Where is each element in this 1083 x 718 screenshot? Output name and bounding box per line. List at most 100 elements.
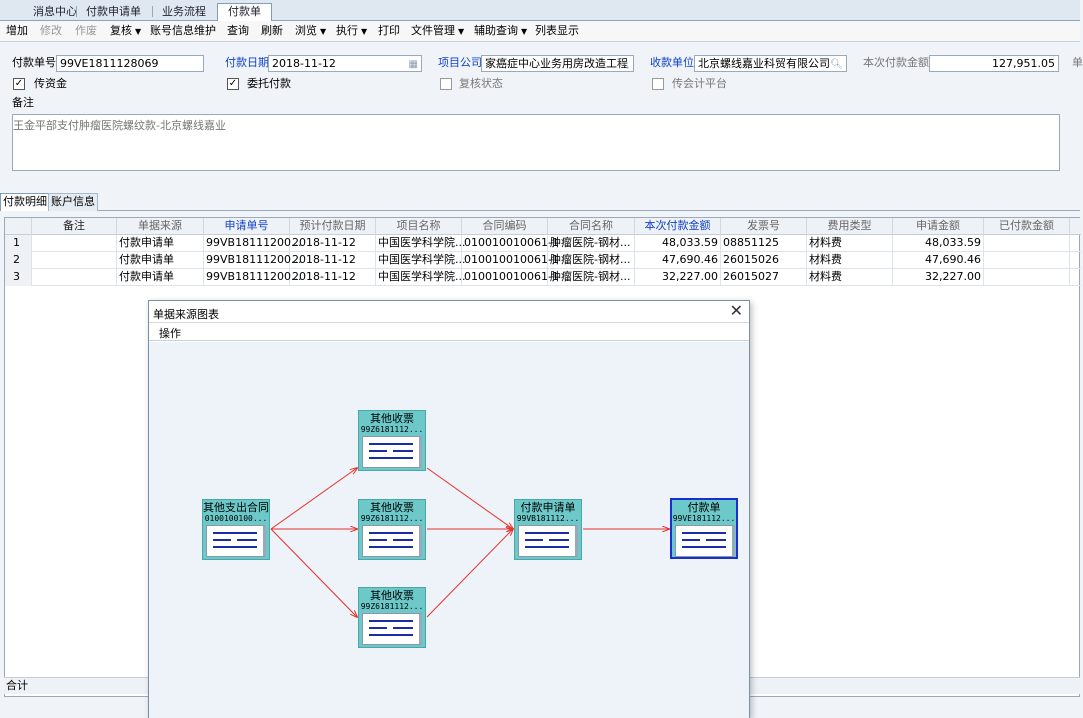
cell-contract-code[interactable]: 010010010061-1 bbox=[462, 269, 559, 286]
node-other-expense-contract[interactable]: 其他支出合同 0100100100... bbox=[202, 499, 270, 560]
column-header-contract-code[interactable]: 合同编码 bbox=[462, 218, 548, 235]
cell-contract-name[interactable]: 肿瘤医院-钢材... bbox=[548, 235, 635, 252]
column-header-paid-amount[interactable]: 已付款金额 bbox=[984, 218, 1070, 235]
cell-amount[interactable]: 47,690.46 bbox=[635, 252, 721, 269]
add-button[interactable]: 增加 bbox=[6, 24, 28, 37]
review-status-checkbox[interactable] bbox=[440, 78, 452, 90]
cell-source[interactable]: 付款申请单 bbox=[117, 269, 204, 286]
table-row[interactable]: 1 付款申请单 99VB18111200... 2018-11-12 中国医学科… bbox=[5, 235, 1081, 252]
execute-menu[interactable]: 执行▼ bbox=[336, 24, 368, 37]
calendar-icon[interactable]: ▦ bbox=[408, 59, 418, 70]
cell-apply-no[interactable]: 99VB18111200... bbox=[204, 252, 302, 269]
dialog-title-bar[interactable]: 单据来源图表 ✕ bbox=[149, 301, 749, 323]
query-button[interactable]: 查询 bbox=[227, 24, 249, 37]
node-title: 其他收票 bbox=[370, 501, 414, 514]
tab-payment-request[interactable]: 付款申请单 bbox=[86, 5, 141, 18]
pay-no-label: 付款单号 bbox=[12, 56, 56, 69]
header-form: 付款单号 99VE1811128069 付款日期 2018-11-12 ▦ 项目… bbox=[0, 42, 1083, 192]
top-tab-bar: 消息中心 付款申请单 业务流程 付款单 bbox=[0, 0, 1080, 22]
amount-field[interactable]: 127,951.05 bbox=[929, 55, 1059, 72]
cell-memo[interactable] bbox=[32, 235, 117, 252]
column-header-payment-amount[interactable]: 本次付款金额 bbox=[635, 218, 721, 235]
cell-memo[interactable] bbox=[32, 269, 117, 286]
cell-date[interactable]: 2018-11-12 bbox=[290, 269, 376, 286]
search-icon[interactable]: 🔍︎ bbox=[617, 59, 630, 70]
void-button[interactable]: 作废 bbox=[75, 24, 97, 37]
payee-field[interactable]: 北京螺线嘉业科贸有限公司 🔍︎ bbox=[694, 55, 847, 72]
node-code: 99VB181112... bbox=[516, 514, 580, 523]
column-header-apply-amount[interactable]: 申请金额 bbox=[893, 218, 984, 235]
column-header-project-name[interactable]: 项目名称 bbox=[376, 218, 462, 235]
cell-contract-name[interactable]: 肿瘤医院-钢材... bbox=[548, 269, 635, 286]
cell-contract-name[interactable]: 肿瘤医院-钢材... bbox=[548, 252, 635, 269]
table-row[interactable]: 3 付款申请单 99VB18111200... 2018-11-12 中国医学科… bbox=[5, 269, 1081, 286]
refresh-button[interactable]: 刷新 bbox=[261, 24, 283, 37]
cell-apply-amount[interactable]: 47,690.46 bbox=[893, 252, 984, 269]
column-header-invoice-no[interactable]: 发票号 bbox=[721, 218, 807, 235]
node-payment-request[interactable]: 付款申请单 99VB181112... bbox=[514, 499, 582, 560]
cell-invoice[interactable]: 08851125 bbox=[721, 235, 807, 252]
review-menu[interactable]: 复核▼ bbox=[110, 24, 142, 37]
cell-paid[interactable] bbox=[984, 252, 1070, 269]
column-header-source[interactable]: 单据来源 bbox=[117, 218, 204, 235]
pay-no-field[interactable]: 99VE1811128069 bbox=[56, 55, 204, 72]
project-company-field[interactable]: 家癌症中心业务用房改造工程 🔍︎ bbox=[481, 55, 634, 72]
account-platform-checkbox[interactable] bbox=[652, 78, 664, 90]
node-other-invoice-2[interactable]: 其他收票 99Z6181112... bbox=[358, 499, 426, 560]
cell-apply-no[interactable]: 99VB18111200... bbox=[204, 235, 302, 252]
pay-date-field[interactable]: 2018-11-12 ▦ bbox=[268, 55, 422, 72]
column-header-apply-no[interactable]: 申请单号 bbox=[204, 218, 290, 235]
operation-menu[interactable]: 操作 bbox=[159, 327, 181, 340]
tab-account-info[interactable]: 账户信息 bbox=[48, 193, 98, 211]
column-header-expected-date[interactable]: 预计付款日期 bbox=[290, 218, 376, 235]
node-other-invoice-1[interactable]: 其他收票 99Z6181112... bbox=[358, 410, 426, 471]
cell-paid[interactable] bbox=[984, 269, 1070, 286]
fund-checkbox[interactable]: ✓ bbox=[13, 78, 25, 90]
cell-fee-type[interactable]: 材料费 bbox=[807, 269, 893, 286]
memo-textarea[interactable]: 王金平部支付肿瘤医院螺纹款-北京螺线嘉业 bbox=[12, 114, 1060, 171]
column-header-contract-name[interactable]: 合同名称 bbox=[548, 218, 635, 235]
cell-contract-code[interactable]: 010010010061-1 bbox=[462, 252, 559, 269]
node-title: 付款申请单 bbox=[520, 501, 576, 514]
aux-query-menu[interactable]: 辅助查询▼ bbox=[474, 24, 528, 37]
cell-project[interactable]: 中国医学科学院... bbox=[376, 235, 466, 252]
cell-amount[interactable]: 48,033.59 bbox=[635, 235, 721, 252]
browse-menu[interactable]: 浏览▼ bbox=[295, 24, 327, 37]
cell-paid[interactable] bbox=[984, 235, 1070, 252]
cell-fee-type[interactable]: 材料费 bbox=[807, 235, 893, 252]
column-header-memo[interactable]: 备注 bbox=[32, 218, 117, 235]
cell-apply-amount[interactable]: 48,033.59 bbox=[893, 235, 984, 252]
node-other-invoice-3[interactable]: 其他收票 99Z6181112... bbox=[358, 587, 426, 648]
list-display-button[interactable]: 列表显示 bbox=[535, 24, 579, 37]
print-button[interactable]: 打印 bbox=[378, 24, 400, 37]
close-icon[interactable]: ✕ bbox=[729, 301, 743, 320]
cell-source[interactable]: 付款申请单 bbox=[117, 252, 204, 269]
tab-payment-detail[interactable]: 付款明细 bbox=[0, 193, 50, 211]
cell-fee-type[interactable]: 材料费 bbox=[807, 252, 893, 269]
cell-source[interactable]: 付款申请单 bbox=[117, 235, 204, 252]
tab-payment-order[interactable]: 付款单 bbox=[217, 3, 272, 22]
column-header-fee-type[interactable]: 费用类型 bbox=[807, 218, 893, 235]
cell-invoice[interactable]: 26015027 bbox=[721, 269, 807, 286]
cell-date[interactable]: 2018-11-12 bbox=[290, 252, 376, 269]
file-management-menu[interactable]: 文件管理▼ bbox=[411, 24, 465, 37]
cell-amount[interactable]: 32,227.00 bbox=[635, 269, 721, 286]
entrust-checkbox[interactable]: ✓ bbox=[227, 78, 239, 90]
cell-invoice[interactable]: 26015026 bbox=[721, 252, 807, 269]
cell-memo[interactable] bbox=[32, 252, 117, 269]
payee-label: 收款单位 bbox=[650, 56, 694, 69]
table-row[interactable]: 2 付款申请单 99VB18111200... 2018-11-12 中国医学科… bbox=[5, 252, 1081, 269]
cell-project[interactable]: 中国医学科学院... bbox=[376, 252, 466, 269]
cell-contract-code[interactable]: 010010010061-1 bbox=[462, 235, 559, 252]
node-payment-order[interactable]: 付款单 99VE181112... bbox=[670, 498, 738, 559]
cell-apply-amount[interactable]: 32,227.00 bbox=[893, 269, 984, 286]
cell-apply-no[interactable]: 99VB18111200... bbox=[204, 269, 302, 286]
tab-business-flow[interactable]: 业务流程 bbox=[162, 5, 206, 18]
search-icon[interactable]: 🔍︎ bbox=[830, 59, 843, 70]
account-info-button[interactable]: 账号信息维护 bbox=[150, 24, 216, 37]
edit-button[interactable]: 修改 bbox=[40, 24, 62, 37]
cell-project[interactable]: 中国医学科学院... bbox=[376, 269, 466, 286]
tab-message-center[interactable]: 消息中心 bbox=[33, 5, 77, 18]
tab-separator bbox=[152, 6, 153, 17]
cell-date[interactable]: 2018-11-12 bbox=[290, 235, 376, 252]
